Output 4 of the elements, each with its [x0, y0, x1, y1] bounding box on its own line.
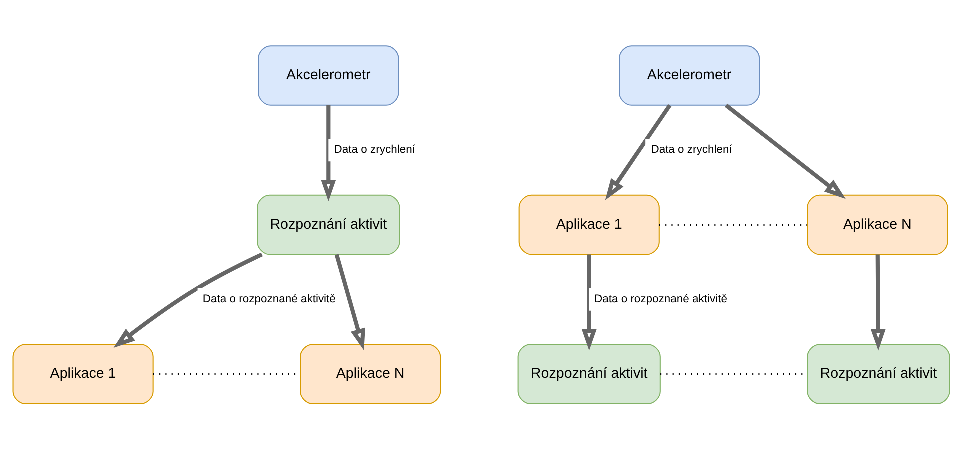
edge-label: Data o zrychlení: [651, 144, 732, 156]
edge-label: Data o rozpoznané aktivitě: [202, 293, 336, 306]
edge-label: Data o rozpoznané aktivitě: [594, 293, 728, 306]
edge-label: Data o zrychlení: [334, 144, 416, 156]
